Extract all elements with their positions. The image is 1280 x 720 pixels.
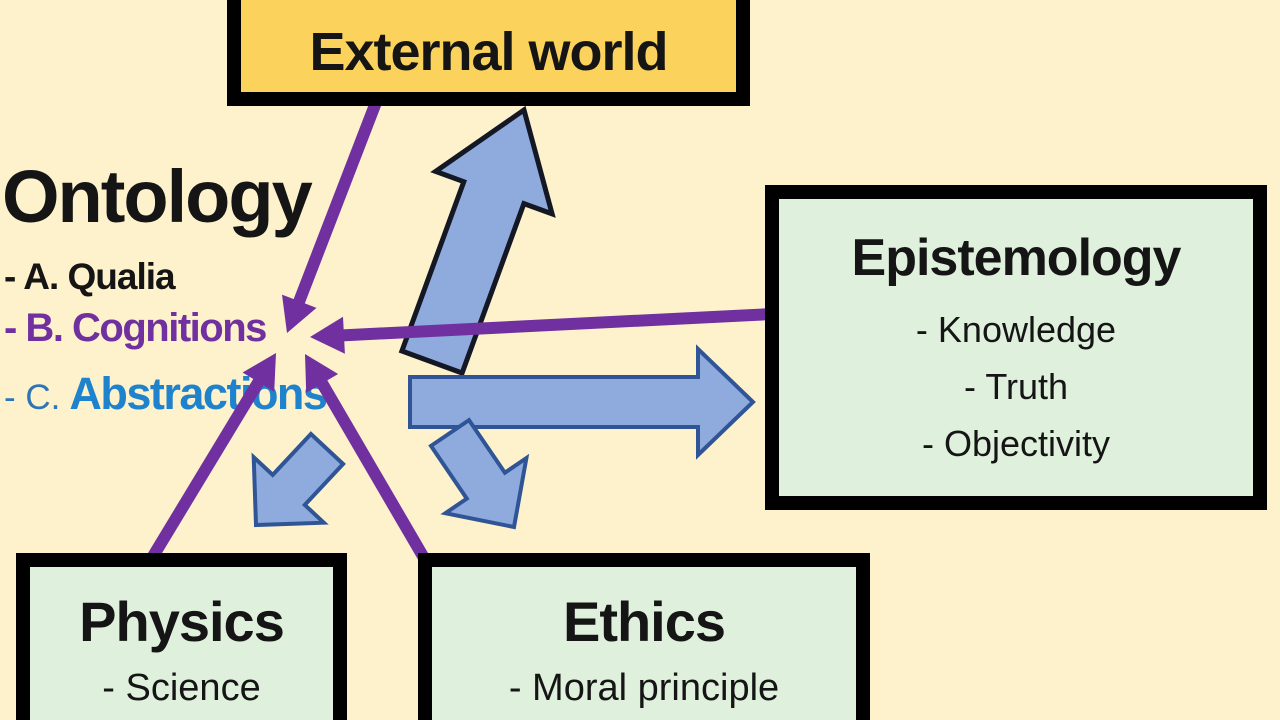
physics-item-science: - Science xyxy=(102,667,261,709)
epistemology-item-knowledge: - Knowledge xyxy=(915,309,1117,350)
physics-box: Physics - Science xyxy=(16,553,347,720)
ontology-item-abstractions: - C.Abstractions xyxy=(4,368,328,420)
arrow-ethics-to-cognitions xyxy=(305,354,430,562)
arrow-epistemology-to-cognitions xyxy=(310,308,773,354)
epistemology-title: Epistemology xyxy=(851,229,1182,287)
arrow-physics-to-cognitions xyxy=(146,353,276,562)
external-world-label: External world xyxy=(309,22,668,82)
external-world-box: External world xyxy=(227,0,750,106)
block-arrow-down-left-to-physics xyxy=(251,431,346,528)
ontology-heading: Ontology xyxy=(2,155,313,238)
ethics-box: Ethics - Moral principle xyxy=(418,553,870,720)
epistemology-item-truth: - Truth xyxy=(963,366,1069,407)
block-arrow-down-right-to-ethics xyxy=(428,417,530,530)
ontology-item-cognitions: - B. Cognitions xyxy=(4,306,267,350)
epistemology-box: Epistemology - Knowledge - Truth - Objec… xyxy=(765,185,1267,510)
ethics-item-moral-principle: - Moral principle xyxy=(508,667,780,709)
epistemology-item-objectivity: - Objectivity xyxy=(921,423,1111,464)
ontology-item-c-label: Abstractions xyxy=(69,368,328,419)
arrow-external-world-to-cognitions xyxy=(282,89,386,333)
block-arrow-up-to-external-world xyxy=(398,105,556,377)
block-arrow-right-to-epistemology xyxy=(408,344,756,460)
ontology-item-c-prefix: - C. xyxy=(4,378,61,417)
ethics-title: Ethics xyxy=(562,590,726,653)
physics-title: Physics xyxy=(79,590,285,653)
ontology-item-qualia: - A. Qualia xyxy=(4,256,176,297)
